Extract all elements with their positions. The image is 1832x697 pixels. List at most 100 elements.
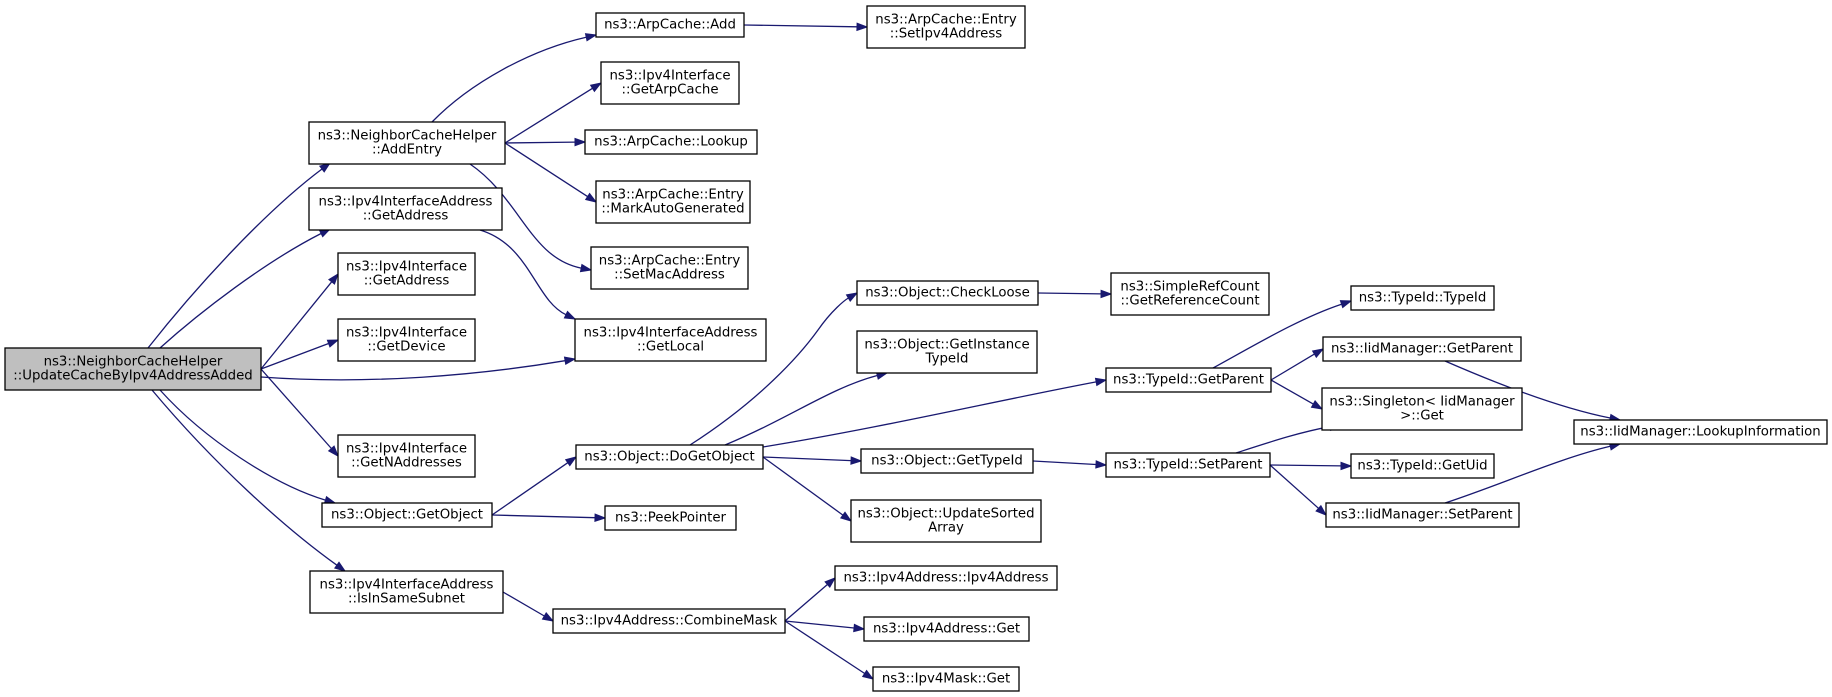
edge-is-in-same-subnet-to-combine-mask bbox=[502, 591, 555, 622]
node-box bbox=[590, 246, 749, 290]
edge-add-entry-to-arp-mark-auto bbox=[504, 142, 598, 203]
node-label-line: ns3::ArpCache::Entry bbox=[875, 13, 1017, 28]
edge-add-entry-to-arp-set-mac bbox=[469, 163, 593, 273]
edge-line bbox=[260, 360, 566, 381]
node-box bbox=[856, 330, 1038, 374]
node-box bbox=[834, 565, 1058, 591]
node-label-line: ns3::IidManager::SetParent bbox=[1332, 508, 1512, 523]
node-label-line: ns3::Ipv4Address::Get bbox=[873, 622, 1020, 637]
node-iface-get-naddresses[interactable]: ns3::Ipv4Interface::GetNAddresses bbox=[337, 434, 476, 478]
edge-line bbox=[784, 584, 828, 622]
node-box bbox=[321, 502, 493, 528]
node-type-id-ctor[interactable]: ns3::TypeId::TypeId bbox=[1350, 285, 1495, 311]
node-label-line: ns3::Object::GetTypeId bbox=[871, 454, 1023, 469]
arrowhead bbox=[839, 511, 853, 522]
node-label-line: ns3::Object::CheckLoose bbox=[865, 286, 1030, 301]
arrowhead bbox=[1094, 377, 1108, 387]
edge-add-entry-to-iface-get-arp-cache bbox=[504, 82, 603, 144]
node-arp-set-mac[interactable]: ns3::ArpCache::Entry::SetMacAddress bbox=[590, 246, 749, 290]
edge-line bbox=[743, 24, 858, 28]
node-do-get-object[interactable]: ns3::Object::DoGetObject bbox=[575, 444, 764, 470]
node-iid-lookup[interactable]: ns3::IidManager::LookupInformation bbox=[1573, 419, 1828, 445]
arrowhead bbox=[1100, 289, 1113, 299]
node-box bbox=[863, 616, 1030, 642]
node-check-loose[interactable]: ns3::Object::CheckLoose bbox=[856, 280, 1039, 306]
node-label-line: ns3::IidManager::GetParent bbox=[1331, 342, 1513, 357]
edge-type-id-get-parent-to-singleton-get bbox=[1270, 379, 1324, 410]
arrowhead bbox=[845, 292, 859, 302]
node-box bbox=[337, 434, 476, 478]
node-type-id-set-parent[interactable]: ns3::TypeId::SetParent bbox=[1105, 452, 1271, 478]
node-label-line: ::SetIpv4Address bbox=[890, 27, 1003, 42]
arrowhead bbox=[326, 339, 340, 348]
node-obj-get-type-id[interactable]: ns3::Object::GetTypeId bbox=[860, 448, 1034, 474]
node-box bbox=[1110, 272, 1270, 316]
node-label-line: ns3::ArpCache::Entry bbox=[602, 188, 744, 203]
edge-do-get-object-to-update-sorted bbox=[762, 456, 853, 522]
node-root[interactable]: ns3::NeighborCacheHelper::UpdateCacheByI… bbox=[4, 347, 262, 391]
node-box bbox=[856, 280, 1039, 306]
node-arp-lookup[interactable]: ns3::ArpCache::Lookup bbox=[584, 129, 758, 155]
edge-line bbox=[724, 374, 878, 446]
node-iface-get-device[interactable]: ns3::Ipv4Interface::GetDevice bbox=[337, 318, 476, 362]
node-label-line: ns3::TypeId::SetParent bbox=[1113, 458, 1262, 473]
node-combine-mask[interactable]: ns3::Ipv4Address::CombineMask bbox=[552, 608, 786, 634]
node-label-line: ns3::NeighborCacheHelper bbox=[318, 129, 497, 144]
node-arp-mark-auto[interactable]: ns3::ArpCache::Entry::MarkAutoGenerated bbox=[595, 180, 751, 224]
arrowhead bbox=[328, 272, 339, 285]
node-ipv4-mask-get[interactable]: ns3::Ipv4Mask::Get bbox=[872, 666, 1020, 692]
node-type-id-get-parent[interactable]: ns3::TypeId::GetParent bbox=[1105, 367, 1272, 393]
node-label-line: ::AddEntry bbox=[372, 143, 442, 158]
node-iface-get-address[interactable]: ns3::Ipv4Interface::GetAddress bbox=[337, 252, 476, 296]
edge-line bbox=[762, 381, 1097, 448]
node-iface-addr-get-address[interactable]: ns3::Ipv4InterfaceAddress::GetAddress bbox=[308, 187, 503, 231]
node-label-line: ns3::Ipv4Mask::Get bbox=[882, 672, 1010, 687]
node-iid-get-parent[interactable]: ns3::IidManager::GetParent bbox=[1322, 336, 1522, 362]
edge-line bbox=[491, 514, 596, 519]
node-box bbox=[1105, 452, 1271, 478]
node-type-id-get-uid[interactable]: ns3::TypeId::GetUid bbox=[1350, 453, 1495, 479]
edge-root-to-iface-get-device bbox=[260, 339, 340, 370]
node-iface-get-arp-cache[interactable]: ns3::Ipv4Interface::GetArpCache bbox=[600, 61, 740, 105]
node-ipv4-addr-get[interactable]: ns3::Ipv4Address::Get bbox=[863, 616, 1030, 642]
node-box bbox=[850, 499, 1042, 543]
edge-line bbox=[784, 620, 855, 629]
node-box bbox=[866, 5, 1026, 49]
node-label-line: ns3::PeekPointer bbox=[615, 511, 727, 526]
node-iid-set-parent[interactable]: ns3::IidManager::SetParent bbox=[1325, 502, 1520, 528]
arrowhead bbox=[1315, 504, 1328, 516]
node-iface-addr-get-local[interactable]: ns3::Ipv4InterfaceAddress::GetLocal bbox=[574, 318, 767, 362]
node-is-in-same-subnet[interactable]: ns3::Ipv4InterfaceAddress::IsInSameSubne… bbox=[309, 570, 504, 614]
edge-line bbox=[1270, 353, 1315, 381]
node-label-line: ns3::Object::GetObject bbox=[331, 508, 483, 523]
edge-add-entry-to-arp-add bbox=[431, 33, 598, 123]
edge-combine-mask-to-ipv4-addr-get bbox=[784, 620, 866, 633]
edge-root-to-obj-get-object bbox=[159, 389, 337, 505]
node-box bbox=[584, 129, 758, 155]
arrowhead bbox=[327, 445, 339, 458]
edge-line bbox=[260, 368, 332, 449]
node-get-ref-count[interactable]: ns3::SimpleRefCount::GetReferenceCount bbox=[1110, 272, 1270, 316]
node-add-entry[interactable]: ns3::NeighborCacheHelper::AddEntry bbox=[308, 121, 506, 165]
node-label-line: ns3::TypeId::GetParent bbox=[1113, 373, 1264, 388]
node-label-line: Array bbox=[928, 521, 964, 536]
edge-line bbox=[151, 389, 338, 566]
node-box bbox=[1325, 502, 1520, 528]
function-nodes: ns3::NeighborCacheHelper::UpdateCacheByI… bbox=[4, 5, 1828, 692]
arrowhead bbox=[853, 623, 866, 633]
edge-iface-addr-get-address-to-iface-addr-get-local bbox=[479, 229, 577, 320]
node-label-line: ns3::Ipv4InterfaceAddress bbox=[320, 578, 494, 593]
node-singleton-get[interactable]: ns3::Singleton< IidManager >::Get bbox=[1321, 387, 1523, 431]
node-peek-pointer[interactable]: ns3::PeekPointer bbox=[604, 505, 737, 531]
node-obj-get-object[interactable]: ns3::Object::GetObject bbox=[321, 502, 493, 528]
arrowhead bbox=[584, 33, 598, 42]
edge-line bbox=[1032, 460, 1097, 466]
node-arp-set-ipv4[interactable]: ns3::ArpCache::Entry::SetIpv4Address bbox=[866, 5, 1026, 49]
arrowhead bbox=[574, 137, 587, 147]
node-arp-add[interactable]: ns3::ArpCache::Add bbox=[595, 12, 745, 38]
node-ipv4-addr-ctor[interactable]: ns3::Ipv4Address::Ipv4Address bbox=[834, 565, 1058, 591]
node-box bbox=[308, 121, 506, 165]
